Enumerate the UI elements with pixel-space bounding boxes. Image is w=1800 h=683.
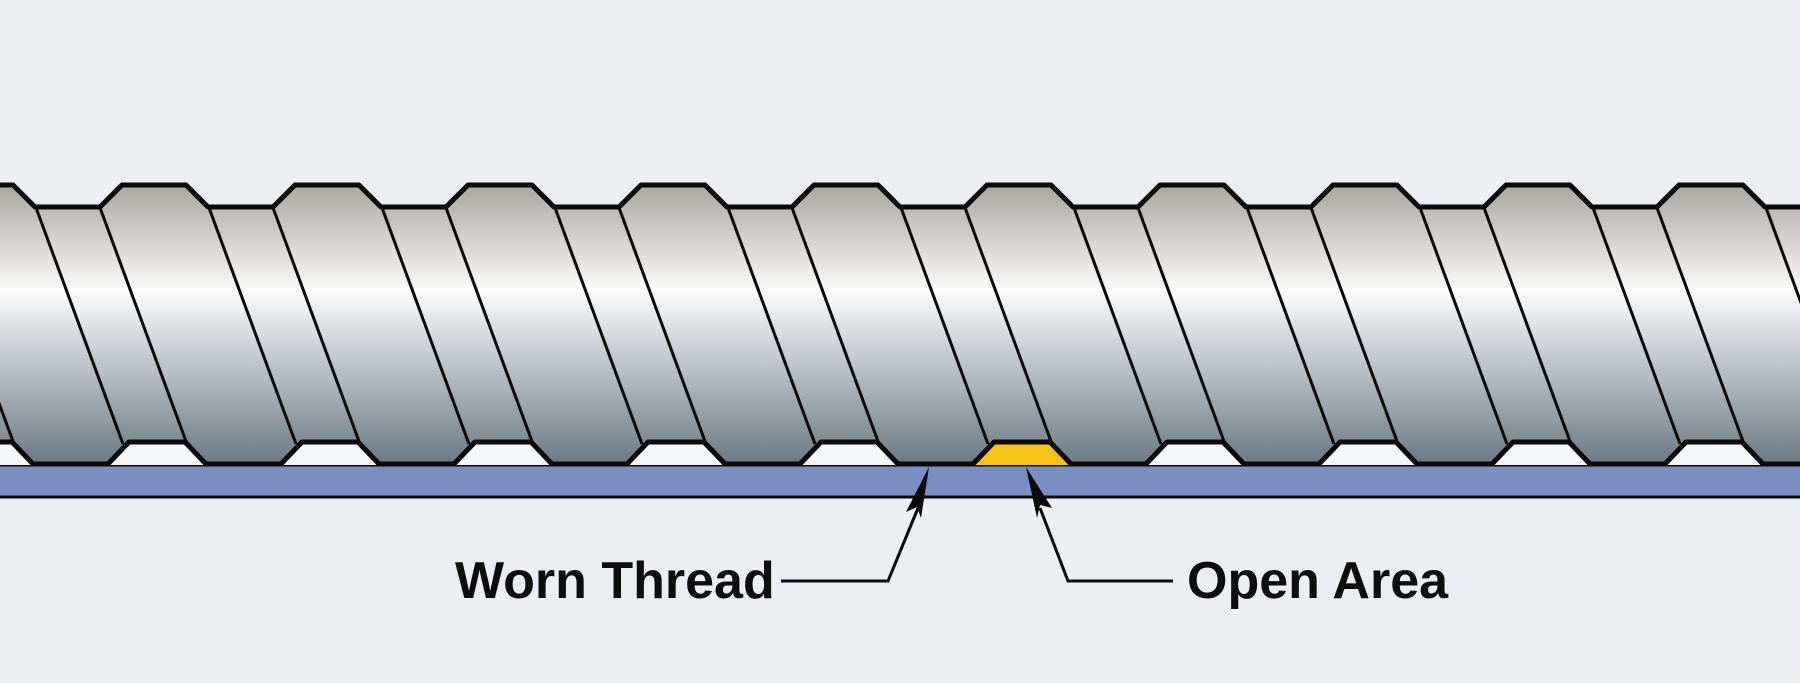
thread-gap [627, 442, 725, 465]
thread-spiral-line [1071, 204, 1163, 445]
thread-gap [454, 442, 552, 465]
thread-spiral-lines [0, 204, 1800, 445]
thread-gaps [0, 442, 1763, 465]
thread-spiral-line [33, 204, 125, 445]
thread-spiral-line [97, 204, 189, 445]
thread-spiral-line [206, 204, 298, 445]
open-area-label: Open Area [1187, 552, 1449, 610]
thread-gap [108, 442, 206, 465]
screw-body-outline [0, 182, 1800, 467]
thread-gap [800, 442, 898, 465]
open-area-callout: Open Area [1026, 467, 1449, 610]
thread-spiral-line [1135, 204, 1227, 445]
worn-thread-leader-line [781, 507, 920, 583]
arrow-pointer-icon [906, 467, 929, 518]
thread-spiral-line [1481, 204, 1573, 445]
thread-spiral-line [898, 204, 990, 445]
thread-spiral-line [1763, 204, 1800, 445]
thread-spiral-line [443, 204, 535, 445]
thread-spiral-line [1244, 204, 1336, 445]
base-plate [0, 463, 1800, 499]
thread-gap [1492, 442, 1590, 465]
thread-spiral-line [379, 204, 471, 445]
thread-spiral-line [1308, 204, 1400, 445]
thread-spiral-line [616, 204, 708, 445]
thread-gap [1319, 442, 1417, 465]
thread-gap [1146, 442, 1244, 465]
open-area-gap [973, 442, 1071, 465]
arrow-pointer-icon [1026, 467, 1052, 518]
screw-body-fill [0, 185, 1800, 464]
worn-thread-callout: Worn Thread [455, 467, 929, 610]
thread-gap [281, 442, 379, 465]
thread-spiral-line [725, 204, 817, 445]
thread-spiral-line [789, 204, 881, 445]
thread-gap [0, 442, 33, 465]
thread-gap [1665, 442, 1763, 465]
screw-body [0, 182, 1800, 467]
thread-spiral-line [1590, 204, 1682, 445]
thread-spiral-line [1654, 204, 1746, 445]
open-area-leader-line [1038, 507, 1173, 583]
thread-spiral-line [552, 204, 644, 445]
thread-spiral-line [1417, 204, 1509, 445]
thread-spiral-line [962, 204, 1054, 445]
worn-thread-label: Worn Thread [455, 552, 775, 610]
thread-spiral-line [270, 204, 362, 445]
